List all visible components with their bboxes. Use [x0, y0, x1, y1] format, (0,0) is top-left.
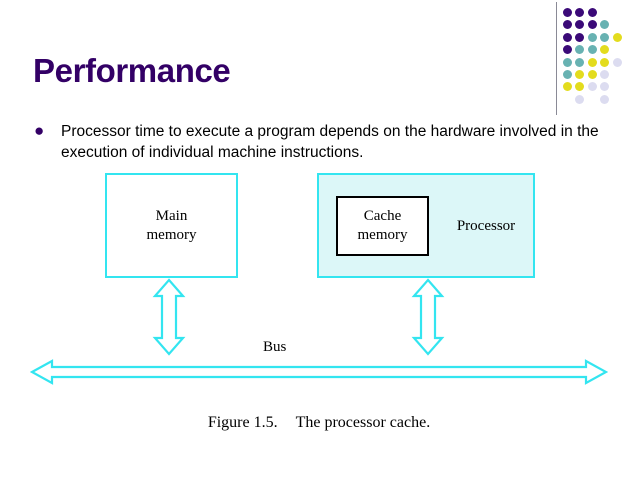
- bullet-item-text: Processor time to execute a program depe…: [61, 123, 599, 161]
- processor-label: Processor: [456, 218, 516, 234]
- decorative-dot: [600, 94, 610, 104]
- decorative-dot: [612, 57, 622, 67]
- cache-memory-label-line1: Cache: [363, 208, 402, 224]
- decorative-dot: [587, 70, 597, 79]
- decorative-vertical-rule: [556, 2, 557, 115]
- decorative-dot: [587, 45, 597, 55]
- bullet-list-item: ● Processor time to execute a program de…: [34, 121, 609, 163]
- decorative-dot: [575, 8, 585, 17]
- decorative-dot: [587, 20, 597, 30]
- decorative-dot: [600, 20, 610, 30]
- main-memory-box: Main memory: [105, 173, 238, 278]
- decorative-dot: [612, 32, 622, 42]
- page-title: Performance: [33, 52, 231, 89]
- decorative-dot: [575, 32, 585, 42]
- figure-number: Figure 1.5.: [207, 414, 278, 431]
- figure-caption: Figure 1.5. The processor cache.: [0, 414, 638, 432]
- decorative-dot: [575, 57, 585, 67]
- main-memory-label-line1: Main: [155, 207, 188, 224]
- decorative-dot: [563, 70, 572, 79]
- decorative-dot: [600, 82, 610, 92]
- bus-arrow-icon: [30, 359, 608, 385]
- decorative-dot: [587, 82, 597, 92]
- processor-bus-arrow-icon: [411, 278, 445, 356]
- bus-label: Bus: [263, 339, 287, 355]
- decorative-dot: [563, 57, 572, 67]
- cache-memory-box: Cache memory: [336, 196, 429, 256]
- decorative-dot: [575, 45, 585, 55]
- main-memory-bus-arrow-icon: [152, 278, 186, 356]
- decorative-dot: [600, 32, 610, 42]
- decorative-dot: [587, 8, 597, 17]
- figure-caption-text: The processor cache.: [295, 414, 431, 431]
- decorative-dot: [600, 45, 610, 55]
- cache-memory-label: Cache memory: [358, 207, 408, 245]
- bullet-marker-icon: ●: [34, 121, 45, 140]
- decorative-dot: [575, 82, 585, 92]
- decorative-dot: [575, 70, 585, 79]
- decorative-dot: [587, 57, 597, 67]
- decorative-dot: [563, 32, 572, 42]
- decorative-dot: [563, 45, 572, 55]
- decorative-dot: [563, 82, 572, 92]
- decorative-dot: [600, 57, 610, 67]
- decorative-dot-grid: [563, 8, 635, 112]
- decorative-dot: [563, 20, 572, 30]
- decorative-dot: [600, 70, 610, 79]
- decorative-dot: [563, 8, 572, 17]
- decorative-dot: [587, 32, 597, 42]
- decorative-dot: [575, 20, 585, 30]
- main-memory-label: Main memory: [147, 207, 197, 245]
- cache-memory-label-line2: memory: [357, 227, 408, 243]
- main-memory-label-line2: memory: [146, 226, 197, 243]
- decorative-dot: [575, 94, 585, 104]
